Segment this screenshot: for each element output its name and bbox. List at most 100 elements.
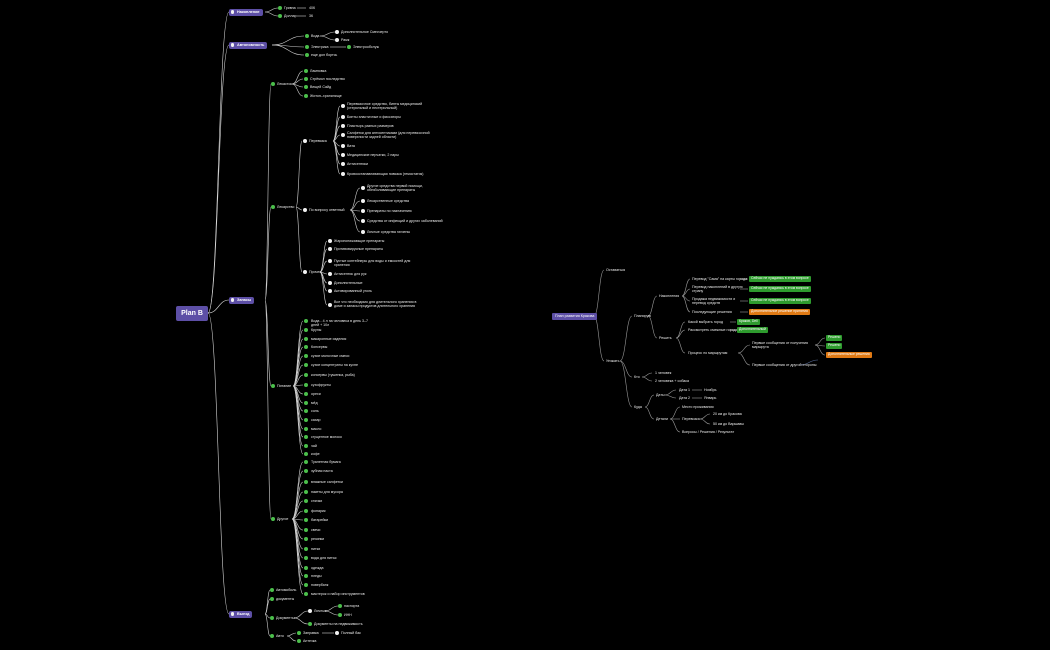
- node-label[interactable]: Гривна: [284, 5, 296, 10]
- node-label[interactable]: 3К: [309, 13, 314, 18]
- node-label[interactable]: Дополнительное Смесчерто: [341, 29, 389, 34]
- node-label[interactable]: мастерок и набор инструментов: [311, 591, 365, 596]
- node-label[interactable]: Первые сообщения от другой стороны: [752, 362, 817, 367]
- root-node-right[interactable]: План развития Кракова: [552, 313, 598, 320]
- node-dot[interactable]: [360, 198, 366, 204]
- node-dot[interactable]: [303, 372, 309, 378]
- node-dot[interactable]: [269, 587, 275, 593]
- node-label[interactable]: Дополнительные: [334, 280, 363, 285]
- node-dot[interactable]: [277, 5, 283, 11]
- node-label[interactable]: Пластырь разных размеров: [347, 123, 394, 128]
- node-dot[interactable]: [303, 353, 309, 359]
- node-label[interactable]: Салфетки для антисептиками (для перевязо…: [347, 130, 430, 140]
- node-label[interactable]: Средства от инфекций и других заболевани…: [367, 218, 443, 223]
- node-label[interactable]: Препараты по назначению: [367, 208, 412, 213]
- node-label[interactable]: повербанк: [311, 582, 329, 587]
- node-label[interactable]: Личные: [314, 608, 327, 613]
- node-label[interactable]: Пустые контейнеры для воды и емкостей дл…: [334, 258, 411, 268]
- node-dot[interactable]: [296, 638, 302, 644]
- node-label[interactable]: Какой выбрать город: [688, 319, 723, 324]
- node-dot[interactable]: [303, 391, 309, 397]
- node-dot[interactable]: [303, 318, 309, 324]
- node-dot[interactable]: [270, 81, 276, 87]
- node-label[interactable]: Первые сообщения от получения маршрута: [752, 340, 808, 350]
- node-label[interactable]: Все что необходимо для длительного хране…: [334, 299, 417, 309]
- node-label[interactable]: еще дол бортсь: [311, 52, 338, 57]
- node-label[interactable]: Автомобиль: [276, 587, 297, 592]
- node-dot[interactable]: [303, 344, 309, 350]
- node-label[interactable]: Ноябрь: [704, 387, 717, 392]
- node-label[interactable]: 2 человека + собака: [655, 378, 689, 383]
- node-dot[interactable]: [360, 218, 366, 224]
- node-dot[interactable]: [302, 207, 308, 213]
- node-dot[interactable]: [304, 44, 310, 50]
- node-dot[interactable]: [340, 171, 346, 177]
- node-label[interactable]: сухие концентраты на кухне: [311, 362, 358, 367]
- node-dot[interactable]: [340, 123, 346, 129]
- node-label[interactable]: Другие средства первой помощи, обезболив…: [367, 183, 423, 193]
- node-dot[interactable]: [360, 185, 366, 191]
- node-dot[interactable]: [327, 288, 333, 294]
- status-tag-green[interactable]: Краков, Dell: [737, 319, 760, 325]
- node-label[interactable]: Последующие решения: [692, 309, 732, 314]
- node-label[interactable]: Документы: [276, 615, 295, 620]
- node-label[interactable]: Прочее: [309, 269, 322, 274]
- status-tag-green[interactable]: Решено: [826, 335, 843, 341]
- node-label[interactable]: Питание: [277, 383, 292, 388]
- node-label[interactable]: одежда: [311, 565, 324, 570]
- node-dot[interactable]: [340, 161, 346, 167]
- node-dot[interactable]: [337, 612, 343, 618]
- node-dot[interactable]: [303, 408, 309, 414]
- node-dot[interactable]: [303, 555, 309, 561]
- node-label[interactable]: По вопросу ответный: [309, 207, 345, 212]
- node-dot[interactable]: [303, 382, 309, 388]
- node-dot[interactable]: [340, 152, 346, 158]
- node-label[interactable]: документы: [276, 596, 295, 601]
- node-label[interactable]: Даты: [656, 392, 665, 397]
- node-label[interactable]: резинки: [311, 536, 325, 541]
- node-label[interactable]: вода для питья: [311, 555, 337, 560]
- node-label[interactable]: Вопросы / Решения / Результат: [682, 429, 735, 434]
- node-dot[interactable]: [303, 498, 309, 504]
- node-label[interactable]: фонарик: [311, 508, 326, 513]
- node-dot[interactable]: [327, 238, 333, 244]
- node-label[interactable]: пледы: [311, 573, 322, 578]
- node-dot[interactable]: [334, 630, 340, 636]
- node-dot[interactable]: [277, 13, 283, 19]
- node-label[interactable]: Рамк: [341, 37, 350, 42]
- node-label[interactable]: нитки: [311, 546, 321, 551]
- node-dot[interactable]: [303, 582, 309, 588]
- node-dot[interactable]: [303, 426, 309, 432]
- node-label[interactable]: сухофрукты: [311, 382, 331, 387]
- node-dot[interactable]: [303, 536, 309, 542]
- node-label[interactable]: Крупы: [311, 327, 322, 332]
- node-label[interactable]: Бинты эластичные и фиксаторы: [347, 114, 401, 119]
- node-label[interactable]: 50 км до Варшавы: [713, 421, 744, 426]
- node-dot[interactable]: [340, 114, 346, 120]
- node-dot[interactable]: [269, 615, 275, 621]
- node-label[interactable]: Полный бак: [341, 630, 361, 635]
- node-label[interactable]: сухие молочные смеси: [311, 353, 350, 358]
- node-dot[interactable]: [303, 508, 309, 514]
- node-dot[interactable]: [302, 138, 308, 144]
- node-label[interactable]: Решить: [659, 335, 672, 340]
- node-label[interactable]: Доллар: [284, 13, 297, 18]
- node-dot[interactable]: [307, 608, 313, 614]
- node-dot[interactable]: [303, 68, 309, 74]
- branch-autonomy[interactable]: Автономность: [229, 41, 268, 49]
- node-dot[interactable]: [307, 621, 313, 627]
- node-label[interactable]: батарейки: [311, 517, 329, 522]
- node-label[interactable]: Перевод накоплений в другую страну: [692, 284, 743, 294]
- node-label[interactable]: Аптечка: [303, 638, 317, 643]
- node-label[interactable]: сахар: [311, 417, 321, 422]
- node-label[interactable]: Жаропонижающие препараты: [334, 238, 385, 243]
- node-dot[interactable]: [303, 451, 309, 457]
- node-dot[interactable]: [340, 143, 346, 149]
- node-label[interactable]: Вещей Сайд: [310, 84, 332, 89]
- node-dot[interactable]: [303, 573, 309, 579]
- node-label[interactable]: Лекарственные средства: [367, 198, 409, 203]
- node-dot[interactable]: [303, 546, 309, 552]
- node-dot[interactable]: [346, 44, 352, 50]
- node-label[interactable]: Медицинские перчатки, 2 пары: [347, 152, 399, 157]
